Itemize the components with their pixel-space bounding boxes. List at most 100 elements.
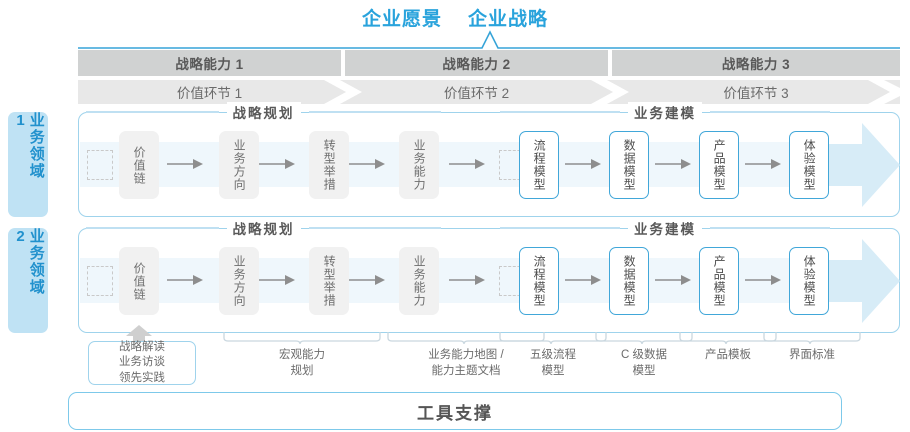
tool-label-line1: 五级流程 (530, 349, 576, 361)
node-data-model-2[interactable]: 数据模型 (609, 247, 649, 315)
caption-rule-left (86, 227, 219, 229)
tool-label-capability-map: 业务能力地图 / 能力主题文档 (386, 348, 546, 379)
section-title-planning: 战略规划 (226, 218, 301, 238)
tool-label-ui-standard: 界面标准 (762, 348, 862, 364)
tool-label-product-template: 产品模板 (678, 348, 778, 364)
arrow-icon (259, 275, 295, 285)
tool-label-line1: 界面标准 (789, 349, 835, 361)
upward-arrow-icon (126, 325, 152, 347)
bracket-ui-standard (763, 332, 861, 345)
tool-label-data-model: C 级数据 模型 (594, 348, 694, 379)
node-business-capability-2[interactable]: 业务能力 (399, 247, 439, 315)
tool-label-line1: 产品模板 (705, 349, 751, 361)
arrow-icon (565, 275, 601, 285)
node-value-chain-2[interactable]: 价值链 (119, 247, 159, 315)
tool-support-title: 工具支撑 (417, 403, 493, 423)
node-product-model-1[interactable]: 产品模型 (699, 131, 739, 199)
strategic-capability-3: 战略能力 3 (612, 50, 900, 76)
node-label: 产品模型 (712, 139, 727, 191)
node-process-model-1[interactable]: 流程模型 (519, 131, 559, 199)
strategic-capability-1: 战略能力 1 (78, 50, 341, 76)
caption-rule-left (500, 111, 620, 113)
business-domain-tab-2[interactable]: 业务领域 2 (8, 228, 48, 333)
node-label: 业务方向 (232, 139, 247, 191)
business-domain-tab-1-label: 业务领域 1 (12, 112, 45, 180)
node-transformation-initiative-1[interactable]: 转型举措 (309, 131, 349, 199)
node-experience-model-1[interactable]: 体验模型 (789, 131, 829, 199)
section-caption-planning-1: 战略规划 (86, 102, 441, 122)
section-title-modeling: 业务建模 (628, 102, 702, 122)
arrow-icon (655, 275, 691, 285)
arrow-icon (745, 275, 781, 285)
business-domain-tab-2-label: 业务领域 2 (12, 228, 45, 296)
arrow-icon (167, 275, 203, 285)
section-caption-modeling-2: 业务建模 (500, 218, 830, 238)
value-link-3-label: 价值环节 3 (723, 86, 789, 101)
bracket-process-model (499, 332, 607, 345)
tool-label-process-model: 五级流程 模型 (498, 348, 608, 379)
tool-label-line2: 模型 (541, 364, 565, 377)
node-transformation-initiative-2[interactable]: 转型举措 (309, 247, 349, 315)
tool-label-line1: 业务能力地图 / (428, 349, 504, 361)
caption-rule-right (710, 227, 830, 229)
tool-box-line-3: 领先实践 (119, 371, 165, 384)
node-business-direction-2[interactable]: 业务方向 (219, 247, 259, 315)
node-label: 业务方向 (232, 255, 247, 307)
arrow-icon (449, 275, 485, 285)
tool-box-line-1: 战略解读 (119, 340, 165, 353)
node-label: 数据模型 (622, 139, 637, 191)
caption-rule-left (86, 111, 219, 113)
bracket-macro-capability (223, 332, 381, 345)
node-product-model-2[interactable]: 产品模型 (699, 247, 739, 315)
value-link-2-label: 价值环节 2 (443, 86, 510, 101)
tool-box-line-2: 业务访谈 (119, 356, 165, 369)
strategic-capability-3-label: 战略能力 3 (721, 57, 791, 72)
node-data-model-1[interactable]: 数据模型 (609, 131, 649, 199)
caption-rule-right (308, 227, 441, 229)
enterprise-vision-title: 企业愿景 (361, 8, 442, 30)
arrow-icon (349, 275, 385, 285)
strategic-capability-2-label: 战略能力 2 (442, 57, 511, 72)
node-business-direction-1[interactable]: 业务方向 (219, 131, 259, 199)
business-domain-tab-1[interactable]: 业务领域 1 (8, 112, 48, 217)
node-process-model-2[interactable]: 流程模型 (519, 247, 559, 315)
node-experience-model-2[interactable]: 体验模型 (789, 247, 829, 315)
enterprise-strategy-title: 企业战略 (468, 8, 549, 30)
node-label: 业务能力 (412, 139, 427, 191)
arrow-icon (449, 159, 485, 169)
node-label: 业务能力 (412, 255, 427, 307)
tool-label-line1: C 级数据 (621, 349, 667, 361)
tool-strategy-interpretation-box[interactable]: 战略解读 业务访谈 领先实践 (88, 341, 196, 385)
node-value-chain-1[interactable]: 价值链 (119, 131, 159, 199)
section-title-modeling: 业务建模 (628, 218, 702, 238)
caption-rule-right (308, 111, 441, 113)
node-label: 产品模型 (712, 255, 727, 307)
flow-band-arrow-1 (820, 123, 900, 207)
caption-rule-right (710, 111, 830, 113)
section-title-planning: 战略规划 (226, 102, 301, 122)
tool-label-line2: 模型 (632, 364, 656, 377)
section-caption-modeling-1: 业务建模 (500, 102, 830, 122)
value-link-band (78, 80, 900, 104)
business-domain-row-2: 价值链 业务方向 转型举措 业务能力 流程模型 数据模型 产品模型 体验模型 (78, 228, 900, 333)
value-link-1-label: 价值环节 1 (176, 86, 243, 101)
arrow-icon (259, 159, 295, 169)
node-label: 体验模型 (802, 139, 817, 191)
flow-band-arrow-2 (820, 239, 900, 323)
node-business-capability-1[interactable]: 业务能力 (399, 131, 439, 199)
tool-label-line1: 宏观能力 (279, 349, 325, 361)
enterprise-header: 企业愿景 企业战略 (0, 4, 910, 30)
tool-label-macro-capability: 宏观能力 规划 (222, 348, 382, 379)
node-label: 流程模型 (532, 139, 547, 191)
tool-support-container (68, 392, 842, 430)
node-label: 转型举措 (322, 139, 337, 191)
arrow-icon (349, 159, 385, 169)
node-label: 体验模型 (802, 255, 817, 307)
flow-stub-start-2 (87, 266, 113, 296)
business-domain-row-1: 价值链 业务方向 转型举措 业务能力 流程模型 数据模型 产品模型 体验模型 (78, 112, 900, 217)
section-caption-planning-2: 战略规划 (86, 218, 441, 238)
strategic-capability-1-label: 战略能力 1 (175, 57, 244, 72)
node-label: 价值链 (132, 261, 147, 301)
flow-stub-start-1 (87, 150, 113, 180)
vision-connector-line (78, 30, 900, 49)
